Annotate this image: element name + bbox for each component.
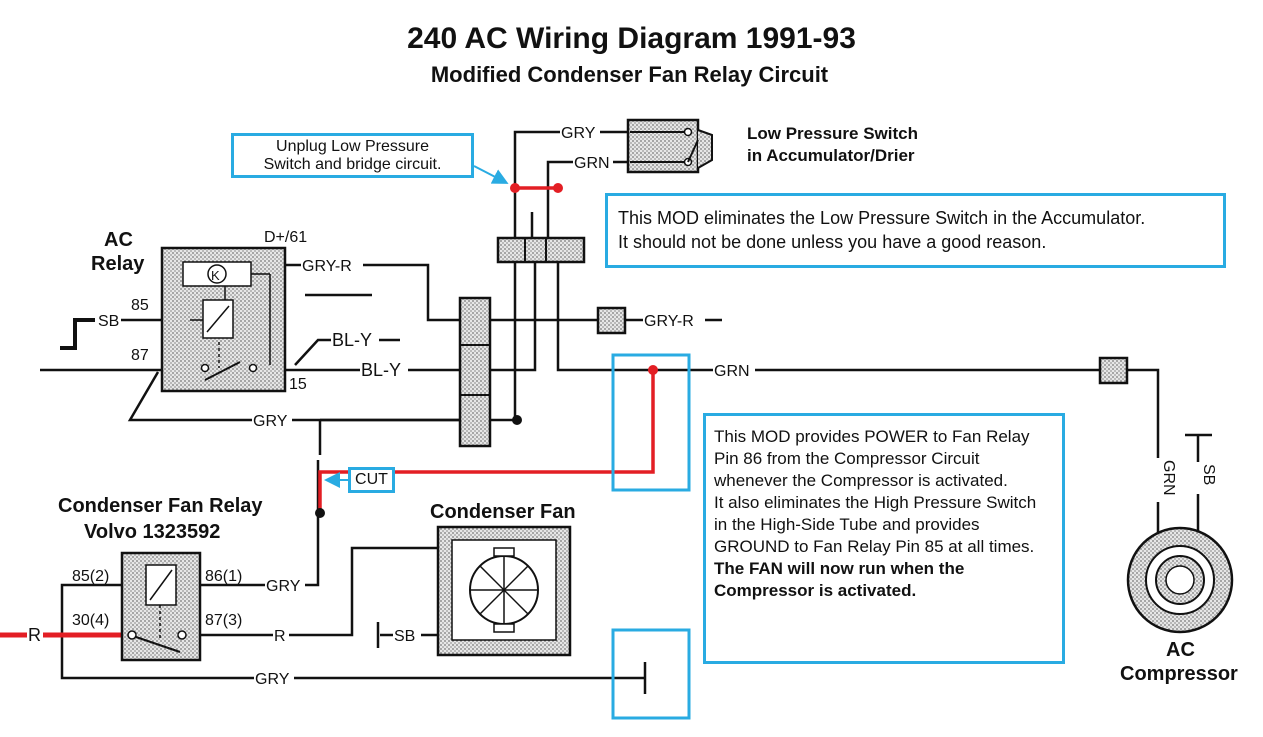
pin-f30: 30(4) bbox=[72, 612, 109, 629]
wire-87-r bbox=[185, 546, 440, 637]
compressor-label-1: AC bbox=[1166, 639, 1195, 661]
note-unplug: Unplug Low Pressure Switch and bridge ci… bbox=[231, 133, 474, 178]
wire-label-grn-comp: GRN bbox=[1160, 460, 1177, 496]
wire-label-gry-85: GRY bbox=[255, 671, 290, 688]
pin-f85: 85(2) bbox=[72, 568, 109, 585]
inline-connector-gry-r bbox=[596, 306, 627, 335]
gry-node bbox=[512, 415, 522, 425]
wire-label-gry-r-relay: GRY-R bbox=[302, 258, 352, 275]
condenser-fan-relay bbox=[120, 551, 202, 662]
lps-label-1: Low Pressure Switch bbox=[747, 124, 918, 143]
wire-grn-down bbox=[556, 262, 1100, 372]
note-lowp-line-1: This MOD eliminates the Low Pressure Swi… bbox=[618, 208, 1146, 228]
connector-vertical bbox=[458, 296, 492, 448]
wire-label-gry-lps: GRY bbox=[561, 125, 596, 142]
note-power-p1: This MOD provides POWER to Fan Relay Pin… bbox=[714, 427, 1030, 490]
wire-label-grn-lps: GRN bbox=[574, 155, 610, 172]
power-node bbox=[648, 365, 658, 375]
wire-label-grn-main: GRN bbox=[714, 363, 750, 380]
note-unplug-line-2: Switch and bridge circuit. bbox=[263, 156, 442, 173]
ac-relay-label-1: AC bbox=[104, 229, 133, 251]
ac-relay-k: K bbox=[211, 268, 220, 283]
pin-f86: 86(1) bbox=[205, 568, 242, 585]
connector-top bbox=[496, 212, 586, 264]
ac-compressor bbox=[1126, 526, 1234, 634]
wire-label-sb-comp: SB bbox=[1200, 464, 1217, 485]
wire-label-r-87: R bbox=[274, 628, 286, 645]
note-power-p2: It also eliminates the High Pressure Swi… bbox=[714, 493, 1037, 556]
compressor-label-2: Compressor bbox=[1120, 663, 1238, 685]
wire-label-bl-y-2: BL-Y bbox=[361, 360, 401, 380]
wire-label-sb-fan: SB bbox=[394, 628, 415, 645]
wire-label-sb-relay: SB bbox=[98, 313, 119, 330]
inline-connector-grn bbox=[1098, 356, 1129, 385]
note-power-bold: The FAN will now run when the Compressor… bbox=[714, 559, 965, 600]
diagram-title: 240 AC Wiring Diagram 1991-93 bbox=[407, 22, 856, 55]
ac-relay bbox=[160, 246, 287, 393]
fan-relay-label-2: Volvo 1323592 bbox=[84, 521, 220, 543]
wire-label-gry-r-out: GRY-R bbox=[644, 313, 694, 330]
lps-label-2: in Accumulator/Drier bbox=[747, 146, 915, 165]
fan-label: Condenser Fan bbox=[430, 501, 576, 523]
low-pressure-switch bbox=[626, 118, 713, 174]
wire-label-gry-86: GRY bbox=[266, 578, 301, 595]
fan-relay-label-1: Condenser Fan Relay bbox=[58, 495, 263, 517]
note-power: This MOD provides POWER to Fan Relay Pin… bbox=[703, 413, 1065, 664]
mod-wires bbox=[0, 186, 655, 638]
fan-relay-node bbox=[315, 508, 325, 518]
wire-mid-down bbox=[490, 262, 537, 372]
ac-relay-label-2: Relay bbox=[91, 253, 145, 275]
unplug-arrow bbox=[473, 165, 509, 184]
bridge-node-left bbox=[510, 183, 520, 193]
bridge-node-right bbox=[553, 183, 563, 193]
wire-85-gry bbox=[60, 583, 645, 680]
wire-86-gry bbox=[175, 460, 320, 587]
power-wire-86 bbox=[318, 370, 655, 513]
wire-label-r-30: R bbox=[28, 625, 41, 645]
note-low-pressure: This MOD eliminates the Low Pressure Swi… bbox=[605, 193, 1226, 268]
pin-85: 85 bbox=[131, 297, 149, 314]
wire-gry-relay-bottom bbox=[127, 371, 465, 422]
diagram-subtitle: Modified Condenser Fan Relay Circuit bbox=[430, 62, 829, 87]
mod-box-ground bbox=[611, 628, 691, 720]
wire-label-bl-y-1: BL-Y bbox=[332, 330, 372, 350]
pin-d61: D+/61 bbox=[264, 229, 307, 246]
wire-label-gry-relay: GRY bbox=[253, 413, 288, 430]
mod-box-power bbox=[611, 353, 691, 492]
condenser-fan bbox=[436, 525, 572, 657]
cut-label: CUT bbox=[348, 467, 395, 493]
pin-f87: 87(3) bbox=[205, 612, 242, 629]
note-unplug-line-1: Unplug Low Pressure bbox=[276, 138, 429, 155]
pin-15: 15 bbox=[289, 376, 307, 393]
note-lowp-line-2: It should not be done unless you have a … bbox=[618, 232, 1047, 252]
sb-ground-symbol bbox=[60, 318, 95, 350]
pin-87: 87 bbox=[131, 347, 149, 364]
